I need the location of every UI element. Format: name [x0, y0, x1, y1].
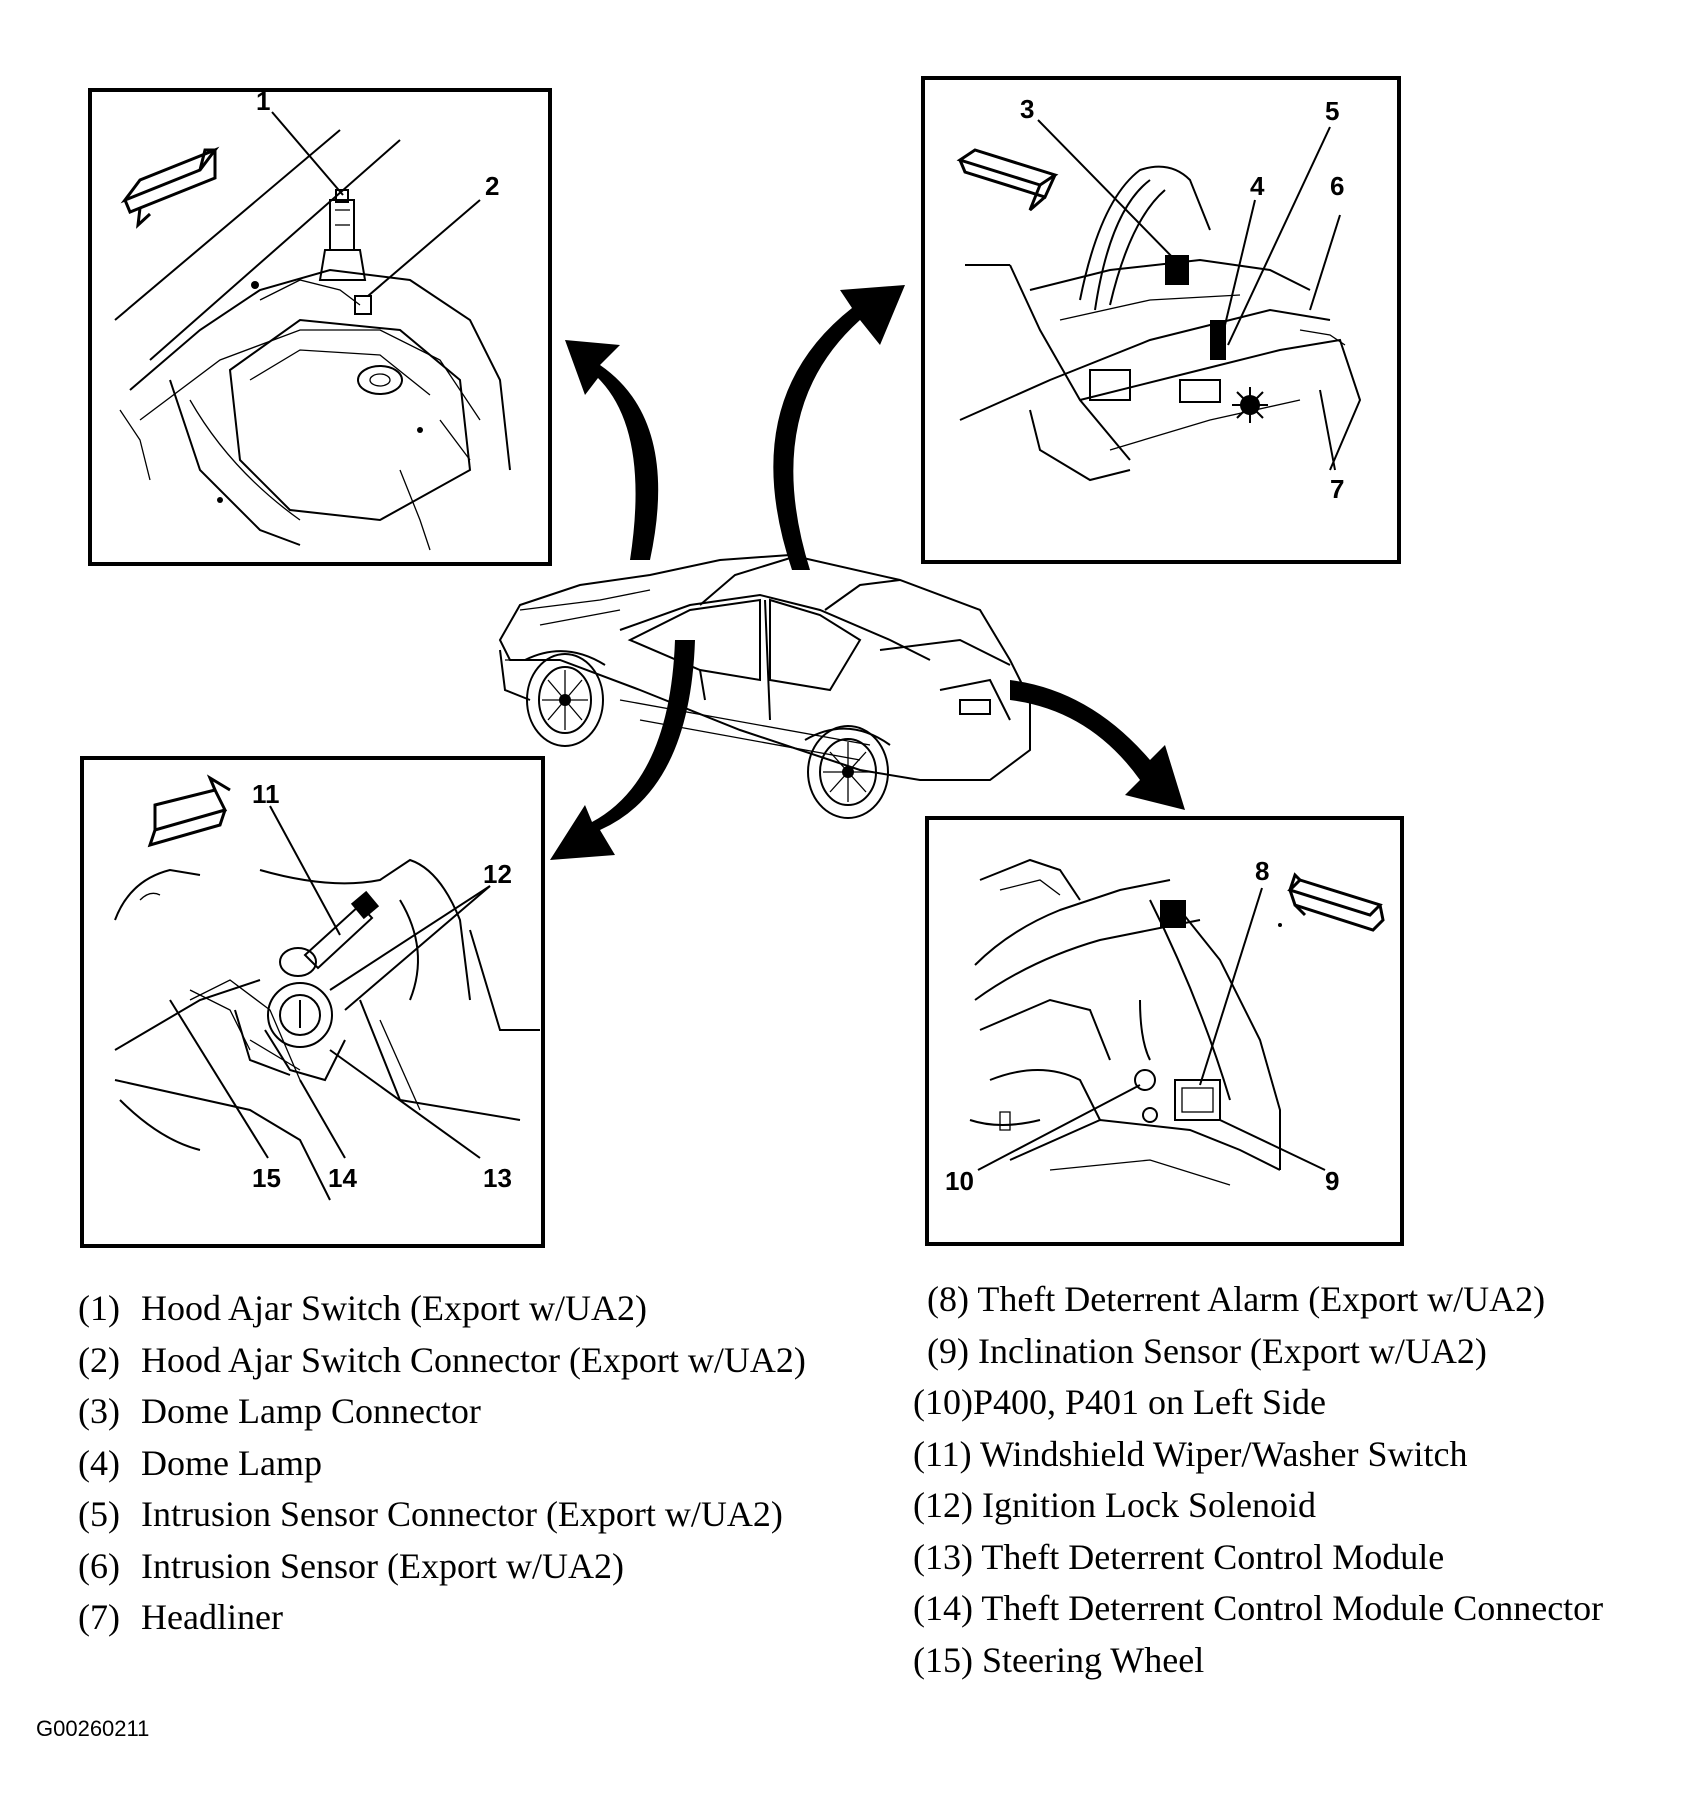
legend-number: (10) [913, 1382, 973, 1422]
legend-item: (15) Steering Wheel [913, 1635, 1603, 1687]
arrow-to-trunk-panel [1010, 680, 1185, 810]
callout-10: 10 [945, 1166, 974, 1196]
callout-11: 11 [252, 779, 280, 809]
legend-number: (13) [913, 1536, 973, 1577]
callout-6: 6 [1330, 171, 1344, 201]
legend-text: Inclination Sensor (Export w/UA2) [977, 1330, 1487, 1371]
wheel-icon [526, 653, 604, 747]
legend-item: (11) Windshield Wiper/Washer Switch [913, 1429, 1603, 1481]
direction-arrow-icon [147, 774, 231, 848]
callout-3: 3 [1020, 94, 1034, 124]
wheel-icon [807, 725, 889, 819]
legend-number: (7) [78, 1597, 120, 1637]
callout-9: 9 [1325, 1166, 1339, 1196]
arrow-to-dome-panel [773, 285, 905, 570]
legend-left: (1) Hood Ajar Switch (Export w/UA2) (2) Ho… [78, 1283, 806, 1644]
callout-15: 15 [252, 1163, 281, 1193]
legend-item: (8) Theft Deterrent Alarm (Export w/UA2) [913, 1274, 1603, 1326]
legend-number: (2) [78, 1339, 120, 1380]
callout-1: 1 [256, 86, 270, 116]
legend-text: Dome Lamp [141, 1442, 322, 1483]
legend-item: (13) Theft Deterrent Control Module [913, 1532, 1603, 1584]
legend-item: (2) Hood Ajar Switch Connector (Export w/… [78, 1335, 806, 1387]
legend-item: (3) Dome Lamp Connector [78, 1386, 806, 1438]
legend-number: (1) [78, 1288, 120, 1328]
legend-number: (6) [78, 1545, 120, 1586]
legend-item: (5) Intrusion Sensor Connector (Export w/… [78, 1489, 806, 1541]
callout-4: 4 [1250, 171, 1265, 201]
callout-7: 7 [1330, 474, 1344, 504]
panel-steering-column [80, 756, 545, 1248]
direction-arrow-icon [120, 146, 220, 229]
legend-text: Intrusion Sensor (Export w/UA2) [141, 1545, 624, 1586]
legend-text: Intrusion Sensor Connector (Export w/UA2… [141, 1494, 783, 1534]
legend-number: (15) [913, 1639, 973, 1680]
callout-14: 14 [328, 1163, 357, 1193]
direction-arrow-icon [956, 148, 1059, 212]
legend-text: Theft Deterrent Control Module Connector [981, 1588, 1604, 1628]
legend-number: (12) [913, 1485, 973, 1525]
legend-text: Dome Lamp Connector [141, 1391, 481, 1431]
legend-number: (3) [78, 1391, 120, 1431]
arrow-to-steering-panel [550, 640, 695, 860]
legend-text: Headliner [141, 1597, 283, 1637]
legend-text: Steering Wheel [981, 1639, 1205, 1680]
legend-number: (9) [927, 1330, 969, 1371]
legend-text: Theft Deterrent Control Module [981, 1536, 1445, 1577]
dome-lamp-icon [1232, 387, 1268, 423]
legend-item: (9) Inclination Sensor (Export w/UA2) [913, 1326, 1603, 1378]
legend-item: (10)P400, P401 on Left Side [913, 1377, 1603, 1429]
callout-8: 8 [1255, 856, 1269, 886]
legend-item: (12) Ignition Lock Solenoid [913, 1480, 1603, 1532]
legend-item: (6) Intrusion Sensor (Export w/UA2) [78, 1541, 806, 1593]
legend-text: Ignition Lock Solenoid [981, 1485, 1316, 1525]
callout-13: 13 [483, 1163, 512, 1193]
figure-id: G00260211 [36, 1716, 150, 1741]
legend-number: (8) [927, 1279, 969, 1319]
legend-text: Windshield Wiper/Washer Switch [980, 1433, 1468, 1474]
legend-number: (11) [913, 1433, 972, 1474]
legend-right: (8) Theft Deterrent Alarm (Export w/UA2)… [913, 1274, 1603, 1686]
legend-text: Theft Deterrent Alarm (Export w/UA2) [977, 1279, 1546, 1319]
callout-2: 2 [485, 171, 499, 201]
panel-hood-ajar-switch [88, 88, 552, 566]
legend-item: (1) Hood Ajar Switch (Export w/UA2) [78, 1283, 806, 1335]
panel-dome-lamp [921, 76, 1401, 564]
legend-number: (5) [78, 1494, 120, 1534]
legend-item: (4) Dome Lamp [78, 1438, 806, 1490]
legend-text: Hood Ajar Switch (Export w/UA2) [141, 1288, 647, 1328]
callout-12: 12 [483, 859, 512, 889]
panel-trunk [925, 816, 1404, 1246]
legend-text: P400, P401 on Left Side [972, 1382, 1326, 1422]
legend-item: (7) Headliner [78, 1592, 806, 1644]
legend-number: (4) [78, 1442, 120, 1483]
vehicle-illustration [498, 553, 1031, 819]
callout-5: 5 [1325, 96, 1339, 126]
legend-text: Hood Ajar Switch Connector (Export w/UA2… [141, 1339, 806, 1380]
legend-item: (14) Theft Deterrent Control Module Conn… [913, 1583, 1603, 1635]
legend-number: (14) [913, 1588, 973, 1628]
arrow-to-hood-panel [565, 340, 659, 560]
direction-arrow-icon [1287, 872, 1385, 932]
